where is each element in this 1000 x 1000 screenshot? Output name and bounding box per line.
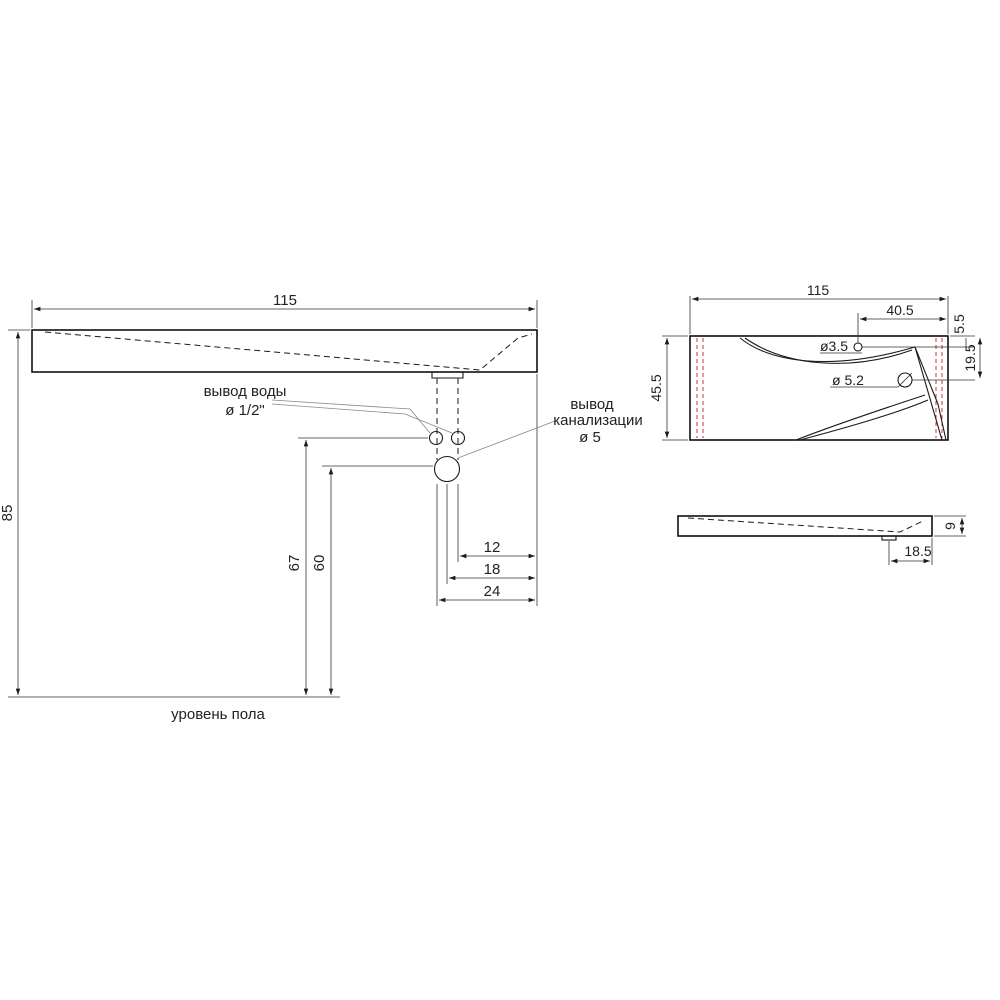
side-dim-18-5: 18.5 (904, 543, 931, 559)
bowl-curve-bottom (799, 399, 929, 441)
front-view: 115 85 67 60 12 18 24 вывод воды ø 1/2" … (0, 292, 643, 723)
leader-drain (457, 420, 556, 459)
dim-offset-24: 24 (484, 583, 501, 600)
basin-side-hidden (687, 517, 926, 533)
drain-outlet (433, 455, 461, 483)
bowl-right-edge (914, 346, 943, 441)
drain-hole-diameter: ø 5.2 (832, 372, 864, 388)
dim-offset-18: 18 (484, 561, 501, 578)
dim-drain-height-60: 60 (311, 555, 328, 572)
basin-side-body (677, 515, 933, 537)
bowl-curve-inner (744, 337, 913, 364)
drain-outlet-label-2: канализации (553, 412, 643, 429)
basin-front-bowl-hidden (44, 331, 533, 371)
top-view: 115 40.5 45.5 5.5 19.5 ø3.5 ø 5.2 (648, 282, 983, 441)
drain-hole-cross (897, 372, 913, 388)
water-outlet-left (428, 430, 444, 446)
side-drain-stub (881, 535, 897, 541)
leader-water-2 (271, 403, 453, 434)
side-dim-thickness-9: 9 (942, 522, 958, 530)
water-outlet-label: вывод воды (204, 383, 287, 400)
top-dim-width-115: 115 (807, 282, 830, 298)
floor-level-label: уровень пола (171, 706, 265, 723)
top-dim-40-5: 40.5 (886, 302, 913, 318)
bowl-curve-bottom-2 (795, 394, 926, 441)
basin-front-body (31, 329, 538, 373)
basin-top-body (689, 335, 949, 441)
dim-width-115: 115 (273, 292, 297, 309)
dim-height-85: 85 (0, 505, 16, 522)
leader-water-1 (271, 399, 431, 434)
drain-outlet-label-1: вывод (570, 396, 614, 413)
top-dim-19-5: 19.5 (962, 344, 978, 371)
drain-outlet-diameter: ø 5 (579, 429, 601, 446)
water-outlet-diameter: ø 1/2" (225, 402, 265, 419)
drain-stub (431, 372, 464, 379)
dim-water-height-67: 67 (286, 555, 303, 572)
water-outlet-right (450, 430, 466, 446)
top-dim-5-5: 5.5 (951, 314, 967, 334)
top-dim-depth-45-5: 45.5 (648, 374, 664, 401)
tap-hole-diameter: ø3.5 (820, 338, 848, 354)
side-view: 9 18.5 (677, 515, 966, 565)
dim-offset-12: 12 (484, 539, 501, 556)
